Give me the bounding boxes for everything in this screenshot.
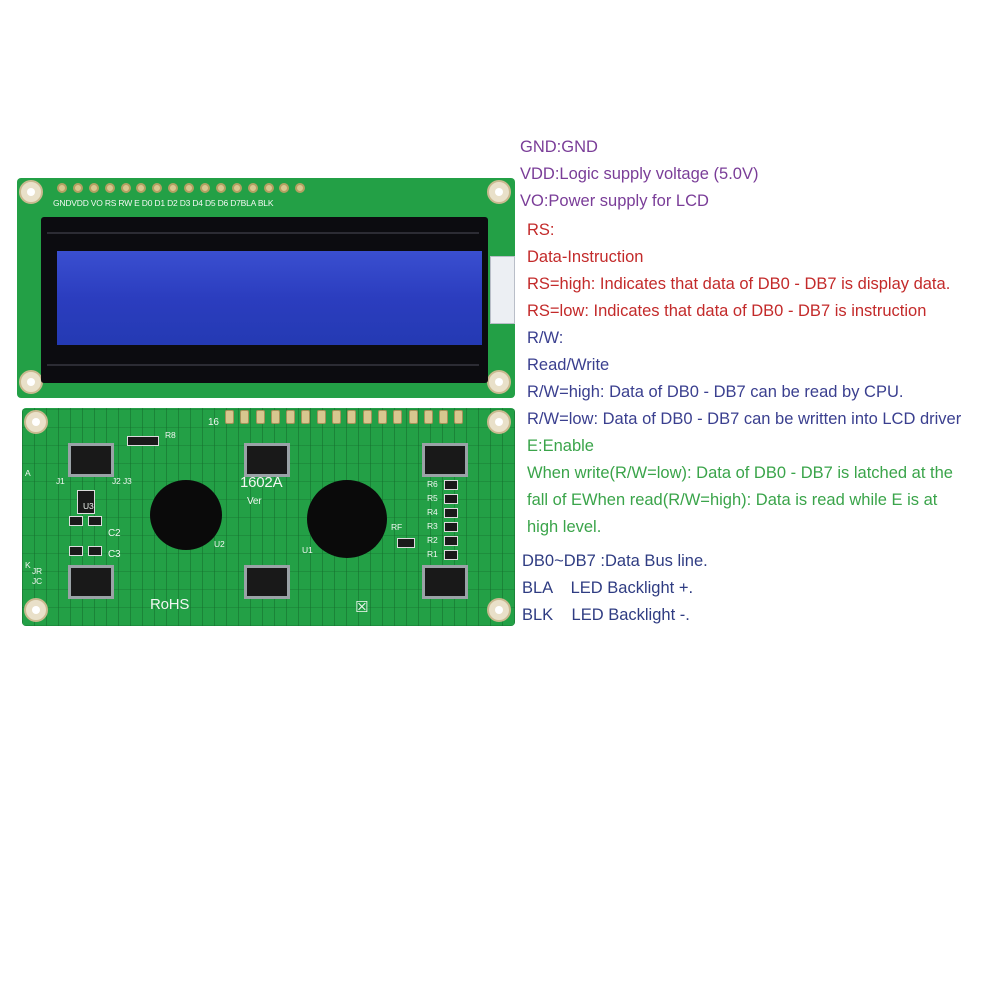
mounting-hole	[19, 370, 43, 394]
label-r3: R3	[427, 521, 438, 531]
mounting-hole	[24, 410, 48, 434]
label-j3: J3	[123, 476, 132, 486]
note-vdd: VDD:Logic supply voltage (5.0V)	[520, 165, 759, 183]
label-j2: J2	[112, 476, 121, 486]
smd-component	[444, 480, 458, 490]
label-r2: R2	[427, 535, 438, 545]
label-r1: R1	[427, 549, 438, 559]
mounting-hole	[19, 180, 43, 204]
solder-pad	[422, 565, 468, 599]
label-r6: R6	[427, 479, 438, 489]
label-jr: JR	[32, 566, 42, 576]
pin-labels: GNDVDD VO RS RW E D0 D1 D2 D3 D4 D5 D6 D…	[53, 198, 274, 208]
bezel-line	[47, 232, 479, 234]
mounting-hole	[487, 598, 511, 622]
solder-pad	[68, 565, 114, 599]
mounting-hole	[487, 180, 511, 204]
smd-component	[397, 538, 415, 548]
label-c2: C2	[108, 528, 121, 539]
label-u2: U2	[214, 539, 225, 549]
note-vo: VO:Power supply for LCD	[520, 192, 709, 210]
note-db: DB0~DB7 :Data Bus line.	[522, 552, 708, 570]
smd-component	[77, 490, 95, 514]
bezel-line	[47, 364, 479, 366]
ribbon-connector	[490, 256, 515, 324]
back-header-pins	[225, 410, 464, 424]
note-e-line1: When write(R/W=low): Data of DB0 - DB7 i…	[527, 464, 953, 482]
smd-component	[88, 546, 102, 556]
lcd-front-board: GNDVDD VO RS RW E D0 D1 D2 D3 D4 D5 D6 D…	[17, 178, 515, 398]
chip-blob-u2	[150, 480, 222, 550]
label-u1: U1	[302, 545, 313, 555]
label-r5: R5	[427, 493, 438, 503]
label-j1: J1	[56, 476, 65, 486]
chip-blob-u1	[307, 480, 387, 558]
smd-component	[444, 536, 458, 546]
label-jc: JC	[32, 576, 42, 586]
note-rs: RS:	[527, 221, 555, 239]
note-e-line3: high level.	[527, 518, 602, 536]
smd-component	[444, 522, 458, 532]
label-a: A	[25, 468, 31, 478]
label-r8: R8	[165, 430, 176, 440]
smd-component	[69, 516, 83, 526]
smd-component	[88, 516, 102, 526]
note-rw-low: R/W=low: Data of DB0 - DB7 can be writte…	[527, 410, 962, 428]
weee-icon: ☒	[355, 599, 369, 616]
note-rw-high: R/W=high: Data of DB0 - DB7 can be read …	[527, 383, 904, 401]
label-model: 1602A	[240, 474, 283, 491]
lcd-back-board: 16 R8 A K JR JC J1 J2 J3 U3 C2 C3 1602A …	[22, 408, 515, 626]
solder-pad	[422, 443, 468, 477]
label-k: K	[25, 560, 31, 570]
smd-component	[127, 436, 159, 446]
note-blk: BLK LED Backlight -.	[522, 606, 690, 624]
header-pins	[57, 183, 306, 193]
lcd-screen	[57, 251, 482, 345]
label-c3: C3	[108, 549, 121, 560]
smd-component	[69, 546, 83, 556]
note-e-line2: fall of EWhen read(R/W=high): Data is re…	[527, 491, 938, 509]
label-rf: RF	[391, 522, 402, 532]
label-u3: U3	[83, 501, 94, 511]
mounting-hole	[24, 598, 48, 622]
note-bla: BLA LED Backlight +.	[522, 579, 694, 597]
note-rs-desc: Data-Instruction	[527, 248, 644, 266]
label-rohs: RoHS	[150, 596, 190, 613]
pin-number: 16	[208, 417, 219, 428]
note-rw-desc: Read/Write	[527, 356, 610, 374]
note-rs-high: RS=high: Indicates that data of DB0 - DB…	[527, 275, 951, 293]
mounting-hole	[487, 370, 511, 394]
label-r4: R4	[427, 507, 438, 517]
note-gnd: GND:GND	[520, 138, 598, 156]
note-rw: R/W:	[527, 329, 564, 347]
smd-component	[444, 508, 458, 518]
note-e: E:Enable	[527, 437, 594, 455]
solder-pad	[68, 443, 114, 477]
solder-pad	[244, 443, 290, 477]
mounting-hole	[487, 410, 511, 434]
smd-component	[444, 550, 458, 560]
solder-pad	[244, 565, 290, 599]
label-ver: Ver	[247, 496, 262, 507]
smd-component	[444, 494, 458, 504]
note-rs-low: RS=low: Indicates that data of DB0 - DB7…	[527, 302, 927, 320]
